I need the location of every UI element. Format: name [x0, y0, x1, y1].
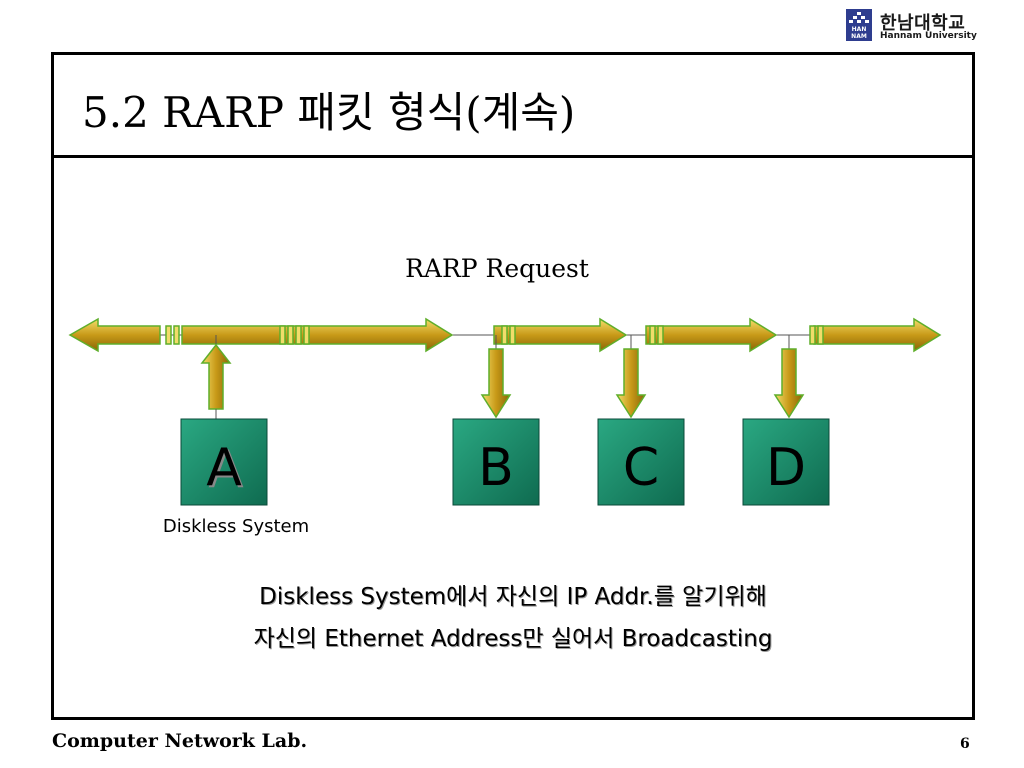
university-logo: HAN NAM 한남대학교 Hannam University	[846, 9, 980, 43]
caption-line-1: Diskless System에서 자신의 IP Addr.를 알기위해	[259, 584, 767, 610]
node-box-b	[452, 418, 540, 506]
node-box-a	[180, 418, 268, 506]
node-box-c	[597, 418, 685, 506]
slide-frame: 5.2 RARP 패킷 형식(계속) RARP Request	[51, 52, 975, 720]
broadcast-arrow-left	[68, 317, 161, 353]
logo-english-name: Hannam University	[880, 31, 977, 41]
slide-title: 5.2 RARP 패킷 형식(계속)	[82, 88, 576, 137]
broadcast-arrow-3	[645, 317, 778, 353]
svg-text:HAN: HAN	[852, 26, 867, 33]
arrow-down-icon	[480, 348, 512, 419]
broadcast-arrows	[68, 317, 942, 353]
node-label-d: D	[766, 438, 806, 498]
node-label-c: C	[623, 438, 659, 498]
node-caption-a: Diskless System	[163, 516, 309, 537]
arrow-down-icon	[773, 348, 805, 419]
footer-lab-name: Computer Network Lab.	[52, 730, 308, 752]
node-label-b: B	[478, 438, 514, 498]
node-d: D	[742, 335, 830, 506]
node-box-d	[742, 418, 830, 506]
arrow-segments	[165, 325, 824, 345]
node-b: B	[452, 335, 540, 506]
arrow-up-icon	[200, 343, 232, 410]
broadcast-arrow-4	[813, 317, 942, 353]
page-number: 6	[960, 736, 970, 752]
broadcast-arrow-1	[181, 317, 454, 353]
node-label-a: A	[206, 438, 242, 498]
node-c: C	[597, 335, 685, 506]
svg-text:NAM: NAM	[851, 33, 867, 40]
caption-line-2: 자신의 Ethernet Address만 실어서 Broadcasting	[253, 626, 773, 652]
university-emblem-icon: HAN NAM	[846, 9, 872, 41]
logo-korean-name: 한남대학교	[880, 13, 966, 34]
rarp-diagram: RARP Request A D	[68, 254, 942, 537]
arrow-down-icon	[615, 348, 647, 419]
rarp-request-label: RARP Request	[405, 254, 589, 283]
title-bar: 5.2 RARP 패킷 형식(계속)	[54, 55, 972, 158]
node-a: A Diskless System	[163, 335, 309, 537]
